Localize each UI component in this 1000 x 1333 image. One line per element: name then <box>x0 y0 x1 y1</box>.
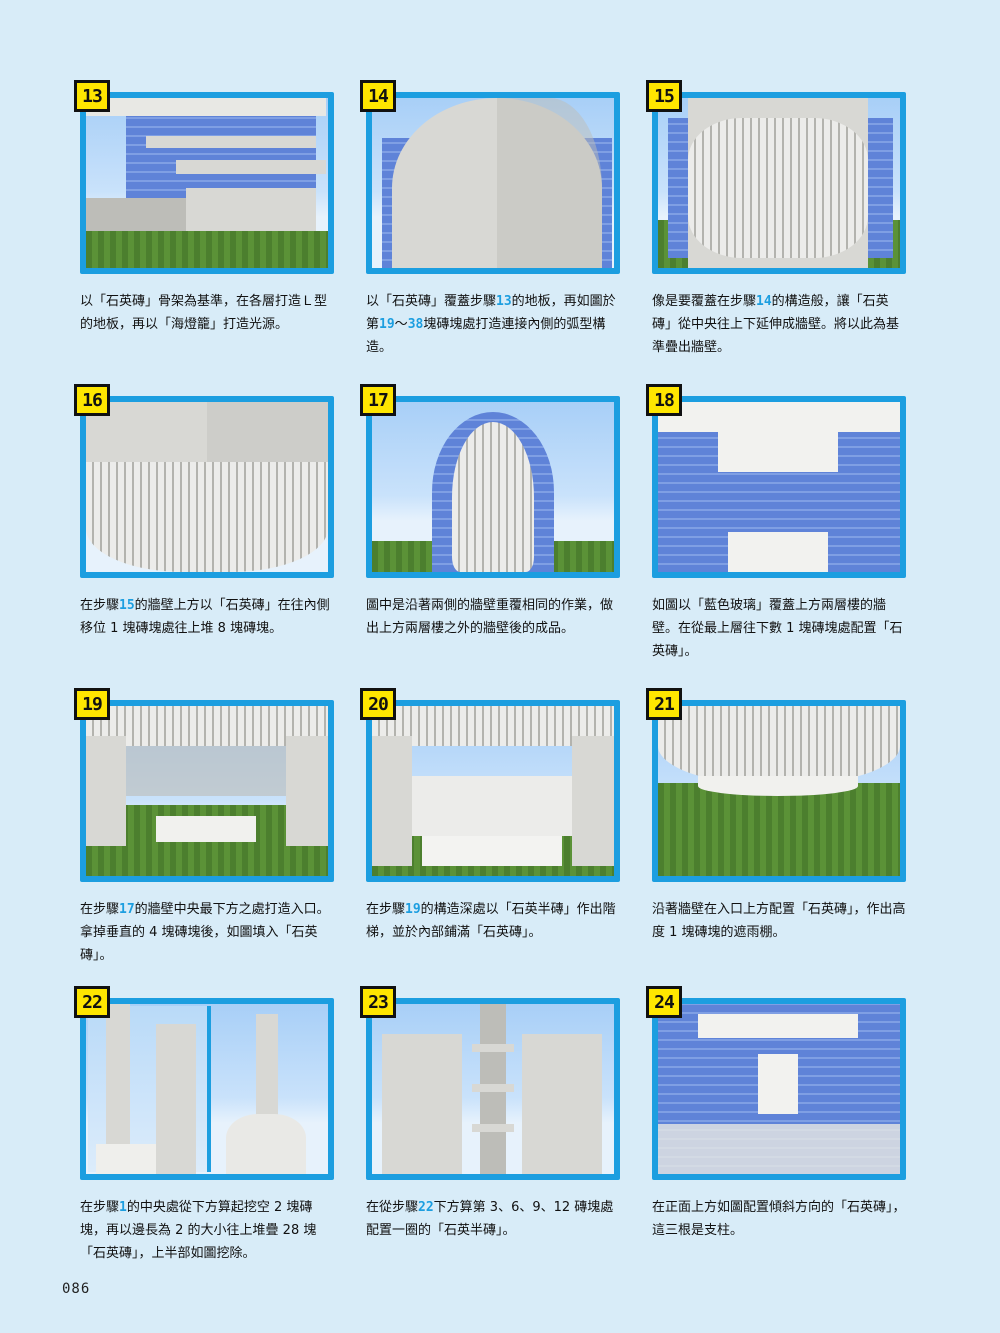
screenshot-frame <box>80 396 334 578</box>
step-caption: 沿著牆壁在入口上方配置「石英磚」，作出高度 1 塊磚塊的遮雨棚。 <box>652 902 906 940</box>
step-number-badge: 21 <box>646 688 682 720</box>
step-number-badge: 15 <box>646 80 682 112</box>
step-number-badge: 14 <box>360 80 396 112</box>
screenshot-frame <box>652 700 906 882</box>
screenshot-image <box>658 98 900 268</box>
step-caption: 像是要覆蓋在步驟14的構造般，讓「石英磚」從中央往上下延伸成牆壁。將以此為基準疊… <box>652 294 900 355</box>
step-caption: 在步驟1的中央處從下方算起挖空 2 塊磚塊，再以邊長為 2 的大小往上堆疊 28… <box>80 1200 317 1261</box>
screenshot-image <box>658 1004 900 1174</box>
screenshot-image <box>372 402 614 572</box>
screenshot-frame <box>366 92 620 274</box>
screenshot-frame <box>366 396 620 578</box>
screenshot-image <box>372 98 614 268</box>
screenshot-image <box>86 706 328 876</box>
page-number: 086 <box>62 1281 91 1297</box>
screenshot-image <box>372 1004 614 1174</box>
step-number-badge: 24 <box>646 986 682 1018</box>
step-number-badge: 22 <box>74 986 110 1018</box>
screenshot-frame <box>652 396 906 578</box>
step-number-badge: 23 <box>360 986 396 1018</box>
step-number-badge: 16 <box>74 384 110 416</box>
step-number-badge: 13 <box>74 80 110 112</box>
step-caption: 在步驟17的牆壁中央最下方之處打造入口。拿掉垂直的 4 塊磚塊後，如圖填入「石英… <box>80 902 330 963</box>
screenshot-frame <box>80 92 334 274</box>
step-caption: 以「石英磚」覆蓋步驟13的地板，再如圖於第19～38塊磚塊處打造連接內側的弧型構… <box>366 294 616 355</box>
screenshot-frame <box>80 998 334 1180</box>
step-caption: 圖中是沿著兩側的牆壁重覆相同的作業，做出上方兩層樓之外的牆壁後的成品。 <box>366 598 614 636</box>
screenshot-image <box>86 98 328 268</box>
step-number-badge: 20 <box>360 688 396 720</box>
step-caption: 在正面上方如圖配置傾斜方向的「石英磚」，這三根是支柱。 <box>652 1200 906 1238</box>
screenshot-image <box>86 402 328 572</box>
step-number-badge: 17 <box>360 384 396 416</box>
screenshot-frame <box>652 92 906 274</box>
step-caption: 在步驟19的構造深處以「石英半磚」作出階梯，並於內部鋪滿「石英磚」。 <box>366 902 616 940</box>
step-caption: 在從步驟22下方算第 3、6、9、12 磚塊處配置一圈的「石英半磚」。 <box>366 1200 614 1238</box>
step-number-badge: 19 <box>74 688 110 720</box>
screenshot-frame <box>366 700 620 882</box>
step-caption: 在步驟15的牆壁上方以「石英磚」在往內側移位 1 塊磚塊處往上堆 8 塊磚塊。 <box>80 598 330 636</box>
screenshot-image <box>658 402 900 572</box>
screenshot-image <box>372 706 614 876</box>
screenshot-image <box>86 1004 328 1174</box>
screenshot-image <box>658 706 900 876</box>
screenshot-frame <box>80 700 334 882</box>
step-caption: 以「石英磚」骨架為基準，在各層打造Ｌ型的地板，再以「海燈籠」打造光源。 <box>80 294 328 332</box>
screenshot-frame <box>366 998 620 1180</box>
step-number-badge: 18 <box>646 384 682 416</box>
screenshot-frame <box>652 998 906 1180</box>
step-caption: 如圖以「藍色玻璃」覆蓋上方兩層樓的牆壁。在從最上層往下數 1 塊磚塊處配置「石英… <box>652 598 903 659</box>
